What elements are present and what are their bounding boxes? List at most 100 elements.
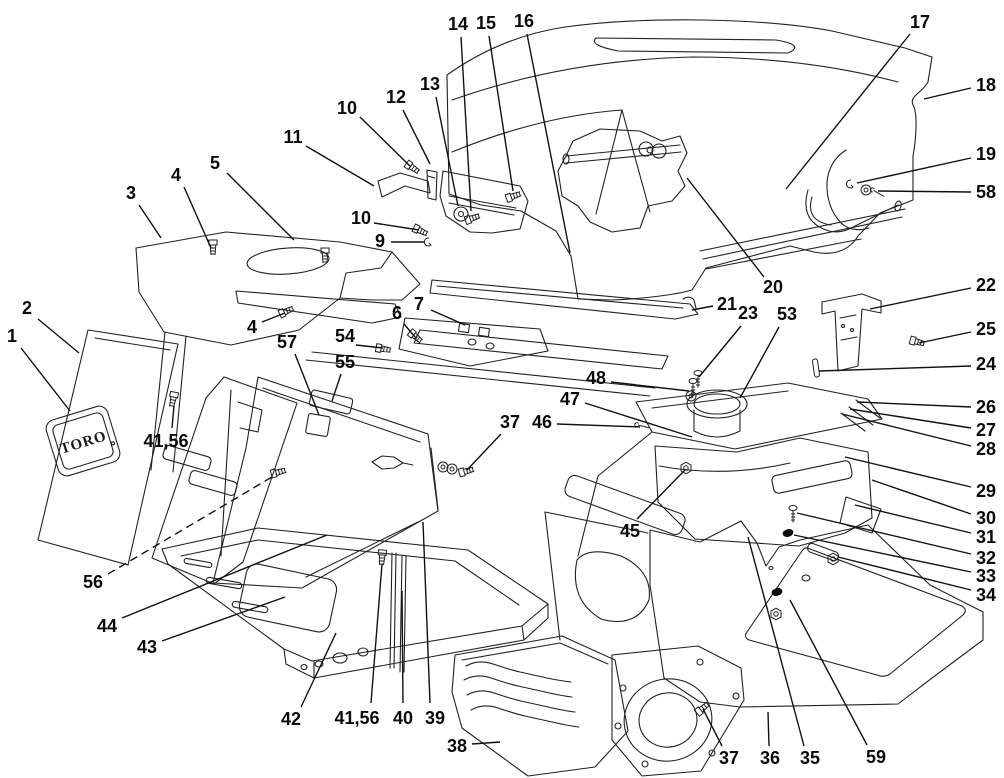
callout-leader-line xyxy=(359,116,412,168)
callout-13: 13 xyxy=(420,74,459,207)
callout-leader-line xyxy=(856,157,972,184)
callout-20: 20 xyxy=(686,177,783,297)
callout-leader-line xyxy=(37,318,80,354)
callout-number: 31 xyxy=(976,527,996,547)
callout-leader-line xyxy=(556,423,641,428)
callout-leader-line xyxy=(841,413,972,447)
callout-number: 37 xyxy=(719,748,739,768)
hardware-boltH-glyph xyxy=(374,343,392,353)
hardware-boltH-glyph xyxy=(277,305,295,319)
callout-42: 42 xyxy=(281,632,337,729)
callout-leader-line xyxy=(796,512,972,555)
callout-number: 24 xyxy=(976,354,996,374)
callout-leader-line xyxy=(373,222,420,231)
callout-number: 55 xyxy=(335,352,355,372)
callout-leader-line xyxy=(183,186,212,249)
callout-35: 35 xyxy=(747,536,820,768)
callout-number: 5 xyxy=(210,153,220,173)
callout-41-56: 41,56 xyxy=(143,405,189,451)
callout-21: 21 xyxy=(691,294,737,314)
callout-leader-line xyxy=(305,145,375,187)
callout-leader-line xyxy=(747,536,805,747)
callout-number: 32 xyxy=(976,548,996,568)
callout-39: 39 xyxy=(422,521,445,728)
callout-leader-line xyxy=(923,87,972,100)
callout-leader-line xyxy=(691,305,714,311)
callout-leader-line xyxy=(401,590,404,704)
callout-number: 28 xyxy=(976,439,996,459)
callout-leader-line xyxy=(435,96,459,207)
callout-40: 40 xyxy=(393,590,413,728)
callout-leader-line xyxy=(918,331,972,344)
hardware-boltH-glyph xyxy=(269,467,287,479)
callout-17: 17 xyxy=(785,12,930,190)
callout-number: 4 xyxy=(171,165,181,185)
callout-leader-line xyxy=(422,521,431,704)
callout-26: 26 xyxy=(856,397,996,417)
callout-56: 56 xyxy=(83,473,278,592)
callout-41-56: 41,56 xyxy=(334,563,383,728)
callout-leader-line xyxy=(871,479,972,515)
callout-31: 31 xyxy=(854,504,996,547)
console-panel xyxy=(212,376,439,589)
callout-32: 32 xyxy=(796,512,996,568)
hardware-stripV-glyph xyxy=(812,358,820,378)
callout-38: 38 xyxy=(447,736,501,756)
hardware-nut-glyph xyxy=(680,461,692,475)
callout-number: 36 xyxy=(760,748,780,768)
hardware-boltH-glyph xyxy=(504,191,522,204)
callout-number: 17 xyxy=(910,12,930,32)
hardware-screwV-glyph xyxy=(788,505,798,523)
frame-tray xyxy=(161,511,650,679)
hardware-layer xyxy=(169,159,926,717)
callout-leader-line xyxy=(636,469,686,520)
callout-number: 40 xyxy=(393,708,413,728)
callout-leader-line xyxy=(466,433,502,471)
callout-9: 9 xyxy=(375,231,424,251)
callout-leader-line xyxy=(107,473,278,575)
callout-number: 23 xyxy=(738,303,758,323)
hardware-dot-glyph xyxy=(782,529,794,537)
callout-leader-line xyxy=(584,402,693,438)
callout-19: 19 xyxy=(856,144,996,184)
callout-leader-line xyxy=(161,596,286,642)
hardware-washer-glyph xyxy=(446,463,458,475)
callout-number: 20 xyxy=(763,277,783,297)
callout-number: 1 xyxy=(7,326,17,346)
callout-37: 37 xyxy=(702,708,739,768)
hardware-nut-glyph xyxy=(827,552,839,566)
callout-leader-line xyxy=(300,632,337,708)
callout-29: 29 xyxy=(844,456,996,501)
callout-leader-line xyxy=(294,353,320,416)
callout-number: 7 xyxy=(414,294,424,314)
hardware-washer-glyph xyxy=(437,461,449,473)
callout-number: 3 xyxy=(126,183,136,203)
hood xyxy=(446,19,933,301)
callout-leader-line xyxy=(877,190,972,193)
callout-number: 34 xyxy=(976,585,996,605)
hardware-boltH-glyph xyxy=(457,466,475,478)
callout-number: 56 xyxy=(83,572,103,592)
callout-number: 6 xyxy=(392,303,402,323)
callout-4: 4 xyxy=(247,312,286,337)
hardware-boltH-glyph xyxy=(463,213,481,226)
callout-22: 22 xyxy=(869,275,996,310)
callout-58: 58 xyxy=(877,182,996,202)
hardware-pin-glyph xyxy=(869,187,885,197)
callout-number: 18 xyxy=(976,75,996,95)
callout-number: 44 xyxy=(97,616,117,636)
callout-number: 9 xyxy=(375,231,385,251)
callout-leader-line xyxy=(702,708,723,747)
callout-number: 43 xyxy=(137,637,157,657)
callout-leader-line xyxy=(818,365,972,372)
callout-leader-line xyxy=(869,287,972,310)
hood-latch xyxy=(377,169,438,201)
callout-number: 27 xyxy=(976,420,996,440)
callout-53: 53 xyxy=(739,304,797,399)
callout-12: 12 xyxy=(386,87,431,165)
callout-45: 45 xyxy=(620,469,686,541)
callout-25: 25 xyxy=(918,319,996,344)
callout-37: 37 xyxy=(466,412,520,471)
